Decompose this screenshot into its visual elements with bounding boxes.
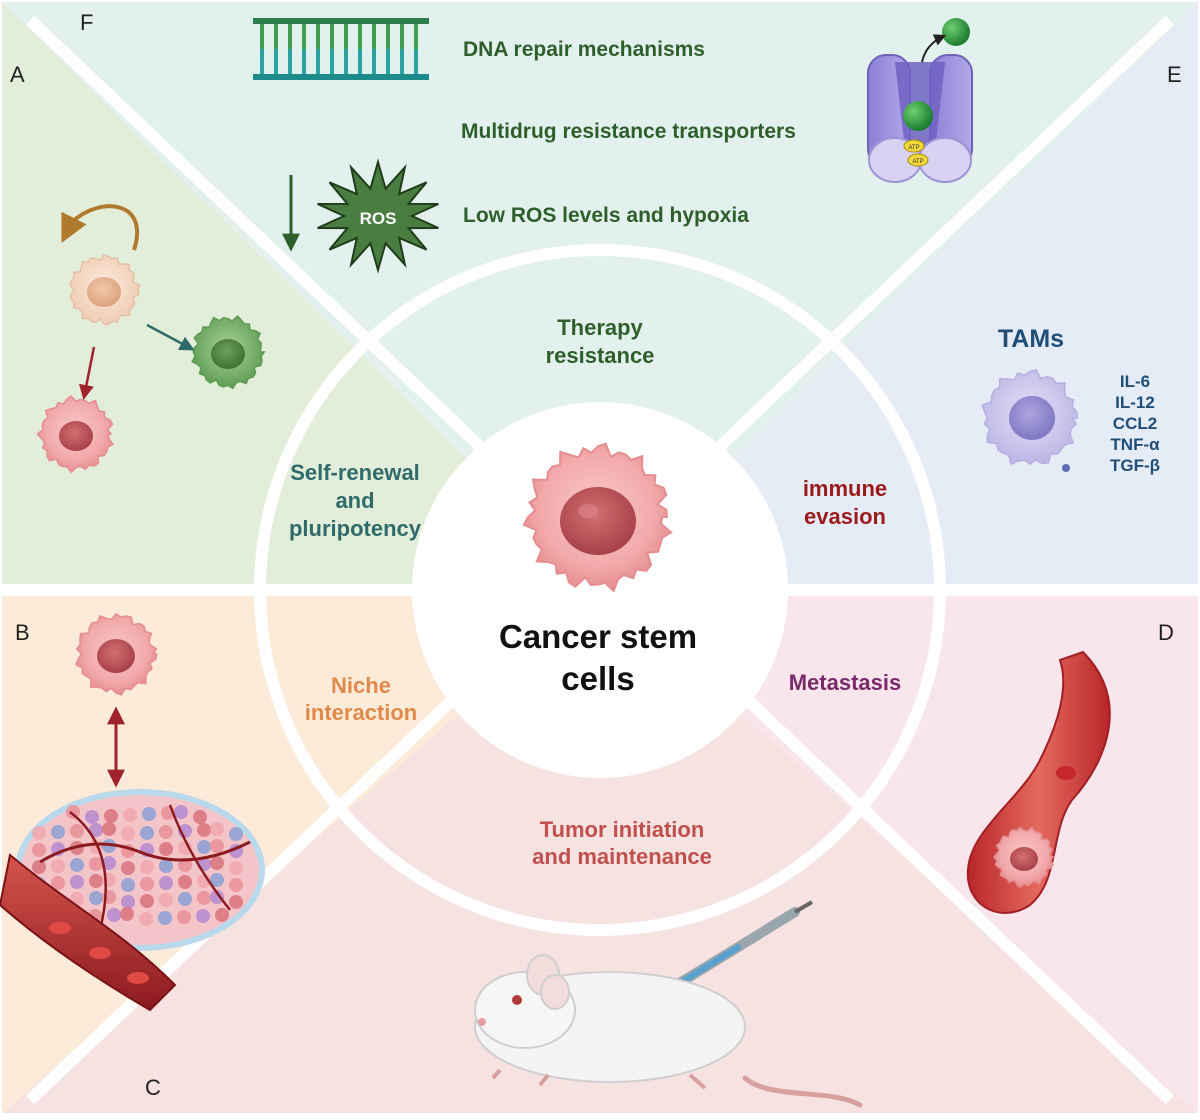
tumor-label-line-1: Tumor initiation	[540, 817, 705, 842]
central-disc	[412, 402, 788, 778]
transporter-pump-icon: ATP ATP	[867, 18, 973, 183]
section-label-self-renewal: Self-renewal and pluripotency	[289, 460, 422, 541]
panel-letter-f: F	[80, 10, 93, 35]
niche-label-line-2: interaction	[305, 700, 417, 725]
multidrug-resistance-text: Multidrug resistance transporters	[461, 120, 796, 143]
blood-vessel-icon-b	[0, 853, 177, 1012]
center-title: Cancer stem cells	[499, 618, 697, 697]
center-title-line-2: cells	[561, 660, 634, 697]
mouse-icon	[474, 954, 863, 1108]
differentiation-arrows-icon	[78, 323, 195, 400]
atp-label-2: ATP	[912, 159, 923, 165]
therapy-label-line-2: resistance	[546, 343, 655, 368]
blood-vessel-icon-d	[966, 650, 1111, 914]
cytokine-il12: IL-12	[1115, 393, 1155, 412]
sector-self-renewal	[0, 0, 600, 590]
central-ring	[254, 244, 946, 936]
stem-cell-beige-icon	[68, 253, 141, 326]
cytokine-ccl2: CCL2	[1113, 414, 1157, 433]
section-label-tumor-initiation: Tumor initiation and maintenance	[532, 817, 712, 869]
section-label-therapy-resistance: Therapy resistance	[546, 315, 655, 368]
tams-title: TAMs	[998, 325, 1064, 353]
cytokine-list: IL-6 IL-12 CCL2 TNF-α TGF-β	[1110, 372, 1160, 475]
cytokine-tgf-beta: TGF-β	[1110, 456, 1160, 475]
atp-label-1: ATP	[908, 145, 919, 151]
dna-ladder-icon	[253, 18, 429, 80]
niche-label-line-1: Niche	[331, 673, 391, 698]
cytokine-tnf-alpha: TNF-α	[1110, 435, 1160, 454]
panel-letter-a: A	[10, 62, 25, 87]
cancer-cell-pink-icon-b	[74, 612, 158, 696]
panel-letter-b: B	[15, 620, 30, 645]
low-ros-text: Low ROS levels and hypoxia	[463, 204, 749, 227]
immune-label-line-2: evasion	[804, 504, 886, 529]
center-title-line-1: Cancer stem	[499, 618, 697, 655]
sector-tumor-initiation	[0, 590, 1200, 1115]
section-label-metastasis: Metastasis	[789, 670, 902, 695]
macrophage-cell-icon	[981, 369, 1079, 472]
section-label-immune-evasion: immune evasion	[803, 476, 887, 529]
self-renewal-label-line-3: pluripotency	[289, 516, 422, 541]
ros-burst-icon: ROS	[317, 158, 439, 274]
dna-repair-text: DNA repair mechanisms	[463, 38, 705, 61]
panel-letter-d: D	[1158, 620, 1174, 645]
self-renewal-arrow-icon	[61, 204, 139, 251]
metastasis-label: Metastasis	[789, 670, 902, 695]
tumor-label-line-2: and maintenance	[532, 844, 712, 869]
self-renewal-label-line-2: and	[335, 488, 374, 513]
central-cancer-stem-cell-icon	[522, 442, 673, 593]
ros-badge-text: ROS	[360, 209, 397, 228]
cancer-cell-pink-icon-a	[36, 394, 114, 474]
panel-letter-c: C	[145, 1075, 161, 1100]
panel-letter-e: E	[1167, 62, 1182, 87]
therapy-label-line-1: Therapy	[557, 315, 643, 340]
self-renewal-label-line-1: Self-renewal	[290, 460, 420, 485]
section-label-niche-interaction: Niche interaction	[305, 673, 417, 725]
immune-label-line-1: immune	[803, 476, 887, 501]
cytokine-il6: IL-6	[1120, 372, 1150, 391]
